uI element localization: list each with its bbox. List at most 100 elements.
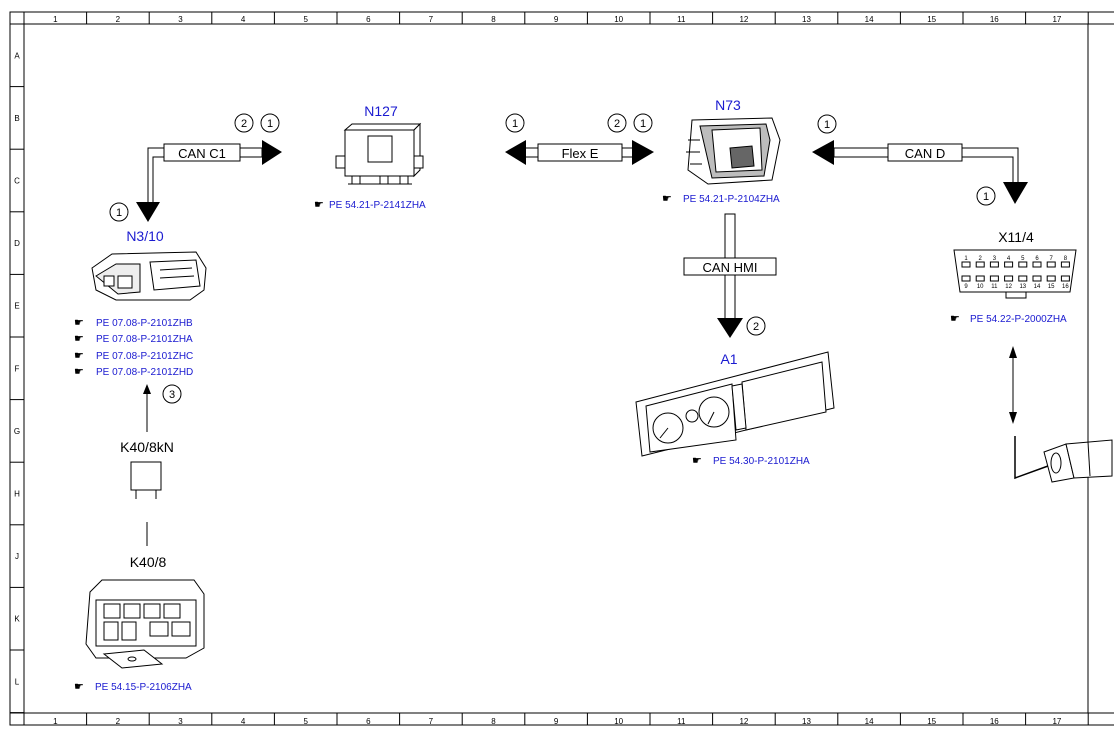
n127-reference-link[interactable]: ☛ PE 54.21-P-2141ZHA <box>314 199 426 211</box>
svg-text:1: 1 <box>640 118 646 130</box>
flex-e-bus: Flex E <box>505 140 654 165</box>
column-ticks: 1122334455667788991010111112121313141415… <box>53 12 1089 726</box>
column-number: 17 <box>1052 15 1061 24</box>
svg-text:PE 54.15-P-2106ZHA: PE 54.15-P-2106ZHA <box>95 682 192 693</box>
k40-8kn-link <box>143 384 151 432</box>
socket-pin <box>961 261 971 268</box>
k40-8-reference-link[interactable]: ☛ PE 54.15-P-2106ZHA <box>74 681 192 693</box>
socket-pin <box>975 261 985 268</box>
svg-text:3: 3 <box>169 389 175 401</box>
socket-pin-number: 2 <box>979 256 983 262</box>
svg-text:1: 1 <box>983 191 989 203</box>
marker: 1 <box>633 113 653 133</box>
n73-module-image <box>686 117 781 185</box>
socket-pin-number: 6 <box>1035 256 1039 262</box>
x11-4-reference-link[interactable]: ☛ PE 54.22-P-2000ZHA <box>950 313 1067 325</box>
column-number: 12 <box>739 717 748 726</box>
marker: 3 <box>162 384 182 404</box>
column-number: 2 <box>116 15 121 24</box>
marker: 1 <box>109 202 129 222</box>
arrowhead-down <box>717 318 743 338</box>
svg-text:2: 2 <box>241 118 247 130</box>
column-number: 11 <box>677 15 686 24</box>
socket-pin-number: 1 <box>964 256 968 262</box>
column-number: 1 <box>53 15 58 24</box>
column-number: 16 <box>990 717 999 726</box>
socket-pin-number: 5 <box>1021 256 1025 262</box>
marker: 1 <box>817 114 837 134</box>
column-number: 6 <box>366 15 371 24</box>
column-number: 10 <box>614 15 623 24</box>
n73-label: N73 <box>715 97 741 113</box>
row-letter: H <box>14 490 20 499</box>
column-number: 5 <box>303 717 308 726</box>
svg-text:1: 1 <box>116 207 122 219</box>
n3-10-label: N3/10 <box>126 228 164 244</box>
can-hmi-label: CAN HMI <box>703 260 758 275</box>
socket-pin <box>989 261 999 268</box>
socket-pin <box>1060 275 1070 282</box>
arrowhead-left <box>505 140 526 165</box>
svg-text:PE 07.08-P-2101ZHC: PE 07.08-P-2101ZHC <box>96 351 193 362</box>
svg-text:PE 54.21-P-2104ZHA: PE 54.21-P-2104ZHA <box>683 194 780 205</box>
marker: 2 <box>234 113 254 133</box>
n3-10-reference-link[interactable]: ☛ PE 07.08-P-2101ZHA <box>74 333 193 345</box>
row-letter: F <box>15 364 20 373</box>
column-number: 17 <box>1052 717 1061 726</box>
svg-text:PE 54.21-P-2141ZHA: PE 54.21-P-2141ZHA <box>329 200 426 211</box>
n73-reference-link[interactable]: ☛ PE 54.21-P-2104ZHA <box>662 193 780 205</box>
column-number: 3 <box>178 15 183 24</box>
arrowhead-right <box>262 140 282 165</box>
socket-pin-number: 9 <box>964 284 968 290</box>
column-number: 6 <box>366 717 371 726</box>
socket-pin-number: 8 <box>1064 256 1068 262</box>
arrowhead-left <box>812 140 834 165</box>
row-letter: J <box>15 552 19 561</box>
can-hmi-bus: CAN HMI <box>683 213 777 338</box>
svg-text:PE 54.30-P-2101ZHA: PE 54.30-P-2101ZHA <box>713 456 810 467</box>
socket-pin-number: 3 <box>993 256 997 262</box>
pointing-hand-icon: ☛ <box>74 366 84 378</box>
marker: 1 <box>505 113 525 133</box>
column-number: 9 <box>554 717 559 726</box>
column-number: 10 <box>614 717 623 726</box>
a1-instrument-cluster-image <box>635 351 835 457</box>
column-number: 13 <box>802 15 811 24</box>
marker: 1 <box>260 113 280 133</box>
a1-reference-link[interactable]: ☛ PE 54.30-P-2101ZHA <box>692 455 810 467</box>
flex-e-label: Flex E <box>562 146 599 161</box>
column-number: 15 <box>927 15 936 24</box>
svg-text:PE 07.08-P-2101ZHA: PE 07.08-P-2101ZHA <box>96 334 193 345</box>
socket-pin <box>1046 275 1056 282</box>
can-d-bus: CAN D <box>812 140 1028 204</box>
socket-pin <box>989 275 999 282</box>
row-letter: K <box>14 615 20 624</box>
row-letter: B <box>14 114 19 123</box>
n3-10-reference-link[interactable]: ☛ PE 07.08-P-2101ZHC <box>74 350 193 362</box>
svg-text:PE 07.08-P-2101ZHB: PE 07.08-P-2101ZHB <box>96 318 193 329</box>
n127-label: N127 <box>364 103 398 119</box>
k40-8kn-label: K40/8kN <box>120 439 174 455</box>
column-number: 14 <box>865 15 874 24</box>
border-frame <box>9 11 1114 726</box>
column-number: 7 <box>429 15 434 24</box>
socket-pin-number: 10 <box>977 284 984 290</box>
column-number: 8 <box>491 15 496 24</box>
socket-pin-number: 13 <box>1019 284 1026 290</box>
socket-pin <box>1032 275 1042 282</box>
pointing-hand-icon: ☛ <box>74 681 84 693</box>
n3-10-reference-link[interactable]: ☛ PE 07.08-P-2101ZHD <box>74 366 193 378</box>
column-number: 5 <box>303 15 308 24</box>
socket-pin-number: 11 <box>991 284 998 290</box>
x11-4-label: X11/4 <box>998 229 1034 245</box>
marker: 1 <box>976 186 996 206</box>
arrowhead-down <box>1003 182 1028 204</box>
n3-10-reference-link[interactable]: ☛ PE 07.08-P-2101ZHB <box>74 317 193 329</box>
can-c1-bus: CAN C1 <box>136 140 282 222</box>
svg-text:1: 1 <box>512 118 518 130</box>
socket-pin-number: 15 <box>1048 284 1055 290</box>
